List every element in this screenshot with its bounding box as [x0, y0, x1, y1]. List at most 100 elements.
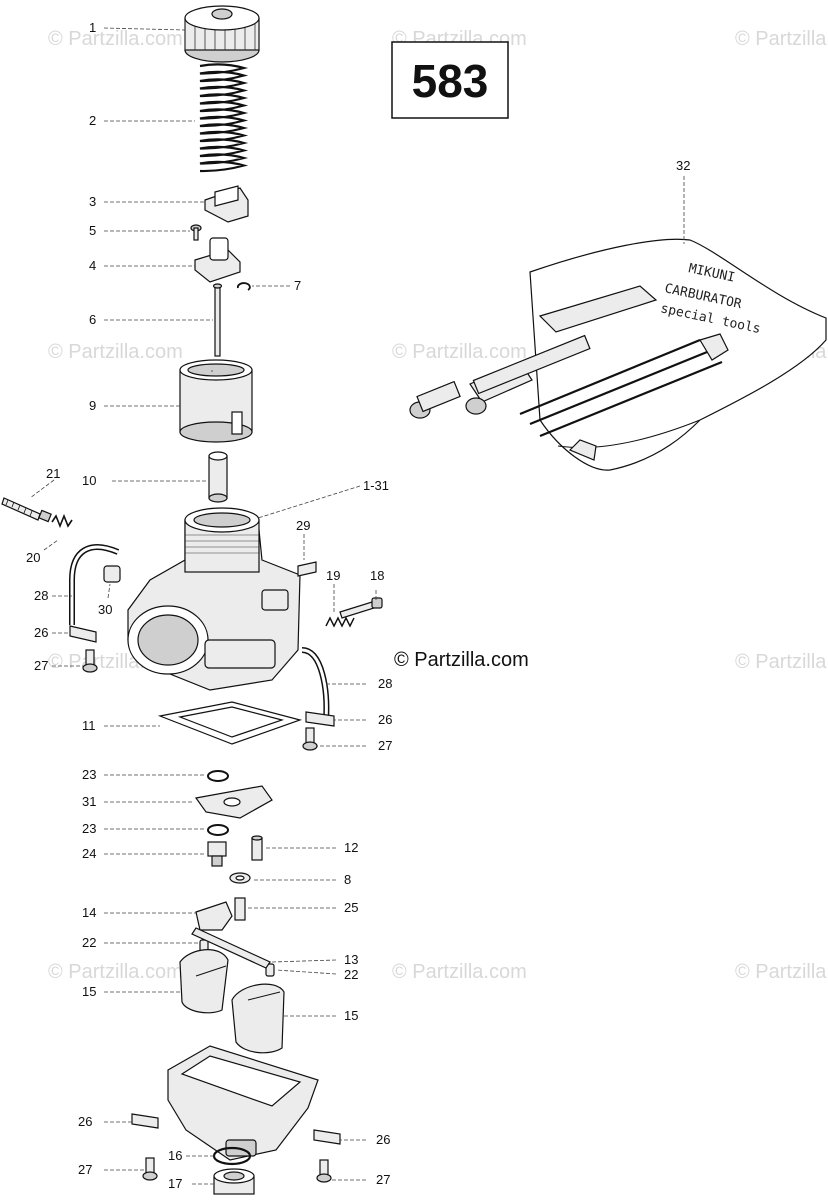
watermark-text: © Partzilla.com [392, 961, 527, 983]
callout-26: 26 [376, 1132, 390, 1147]
hose-clamp-plate [131, 1113, 159, 1129]
callout-18: 18 [370, 568, 384, 583]
watermark-text: © Partzilla.com [48, 961, 183, 983]
hose-clamp-plate [305, 711, 335, 727]
callout-14: 14 [82, 905, 96, 920]
callout-13: 13 [344, 952, 358, 967]
callout-20: 20 [26, 550, 40, 565]
float-left [179, 949, 229, 1014]
callout-27: 27 [378, 738, 392, 753]
vent-hose-left [69, 544, 120, 625]
callout-6: 6 [89, 312, 96, 327]
callout-26: 26 [34, 625, 48, 640]
watermark-layer: © Partzilla.com © Partzilla.com © Partzi… [48, 28, 828, 983]
callout-3: 3 [89, 194, 96, 209]
clamp-screw [142, 1157, 158, 1181]
watermark-text: © Partzilla.com [735, 961, 828, 983]
callout-15: 15 [82, 984, 96, 999]
float-pin-small [265, 963, 275, 977]
main-jet [207, 841, 227, 867]
callout-19: 19 [326, 568, 340, 583]
callout-7: 7 [294, 278, 301, 293]
needle-jet [208, 451, 228, 503]
watermark-text: © Partzilla.com [735, 28, 828, 50]
callout-21: 21 [46, 466, 60, 481]
float-right [231, 983, 285, 1054]
callout-27: 27 [376, 1172, 390, 1187]
watermark-text: © Partzilla.com [735, 651, 828, 673]
washer [229, 872, 251, 884]
watermark-text: © Partzilla.com [392, 341, 527, 363]
o-ring [207, 770, 229, 782]
e-clip [236, 282, 251, 291]
watermark-text: © Partzilla.com [48, 28, 183, 50]
hose-fitting [103, 565, 121, 583]
drain-plug [213, 1168, 255, 1195]
idle-screw-spring [51, 513, 73, 529]
callout-12: 12 [344, 840, 358, 855]
callout-28: 28 [378, 676, 392, 691]
callout-26: 26 [78, 1114, 92, 1129]
small-screw [190, 224, 202, 241]
callout-16: 16 [168, 1148, 182, 1163]
callout-24: 24 [82, 846, 96, 861]
watermark-text: © Partzilla.com [48, 341, 183, 363]
hose-clamp-plate [69, 625, 97, 643]
callout-23: 23 [82, 821, 96, 836]
page-number: 583 [412, 55, 489, 107]
float-pin-rod [191, 927, 271, 969]
callout-26: 26 [378, 712, 392, 727]
tool-kit: MIKUNI CARBURATOR special tools [409, 238, 827, 471]
main-watermark: © Partzilla.com [394, 649, 529, 671]
callout-15: 15 [344, 1008, 358, 1023]
callout-23: 23 [82, 767, 96, 782]
float-bowl [167, 1045, 319, 1161]
o-ring [207, 824, 229, 836]
callout-2: 2 [89, 113, 96, 128]
callout-27: 27 [78, 1162, 92, 1177]
page-number-box: 583 [391, 41, 509, 119]
throttle-spring [199, 63, 249, 173]
callout-31: 31 [82, 794, 96, 809]
carburetor-body [127, 507, 301, 691]
callout-32: 32 [676, 158, 690, 173]
callout-4: 4 [89, 258, 96, 273]
callout-22: 22 [344, 967, 358, 982]
hose-clamp-plate [313, 1129, 341, 1145]
clamp-screw [316, 1159, 332, 1183]
clamp-screw [302, 727, 318, 751]
clamp-screw [82, 649, 98, 673]
spring-seat-plate [204, 185, 249, 223]
callout-28: 28 [34, 588, 48, 603]
carburetor-cap [184, 5, 260, 63]
needle-valve [234, 897, 246, 921]
callout-17: 17 [168, 1176, 182, 1191]
callout-11: 11 [82, 718, 96, 733]
callout-10: 10 [82, 473, 96, 488]
callout-labels: 1 2 3 5 4 7 6 9 10 21 1-31 29 20 19 18 2… [26, 20, 690, 1191]
air-screw [339, 597, 383, 619]
leader-lines [29, 27, 685, 1185]
callout-9: 9 [89, 398, 96, 413]
callout-22: 22 [82, 935, 96, 950]
callout-5: 5 [89, 223, 96, 238]
callout-27: 27 [34, 658, 48, 673]
callout-8: 8 [344, 872, 351, 887]
callout-30: 30 [98, 602, 112, 617]
float-bowl-gasket [157, 701, 303, 745]
needle-holder [194, 237, 241, 283]
vent-hose-right [301, 647, 330, 721]
callout-1: 1 [89, 20, 96, 35]
pilot-screw [297, 561, 317, 577]
idle-screw [1, 497, 52, 523]
callout-29: 29 [296, 518, 310, 533]
callout-25: 25 [344, 900, 358, 915]
valve-seat-plate [194, 785, 273, 819]
callout-1-31: 1-31 [363, 478, 389, 493]
air-screw-spring [325, 616, 355, 628]
parts-layer: MIKUNI CARBURATOR special tools [1, 5, 827, 1195]
throttle-slide [179, 359, 253, 443]
pilot-jet [251, 835, 263, 861]
jet-needle [212, 283, 223, 357]
